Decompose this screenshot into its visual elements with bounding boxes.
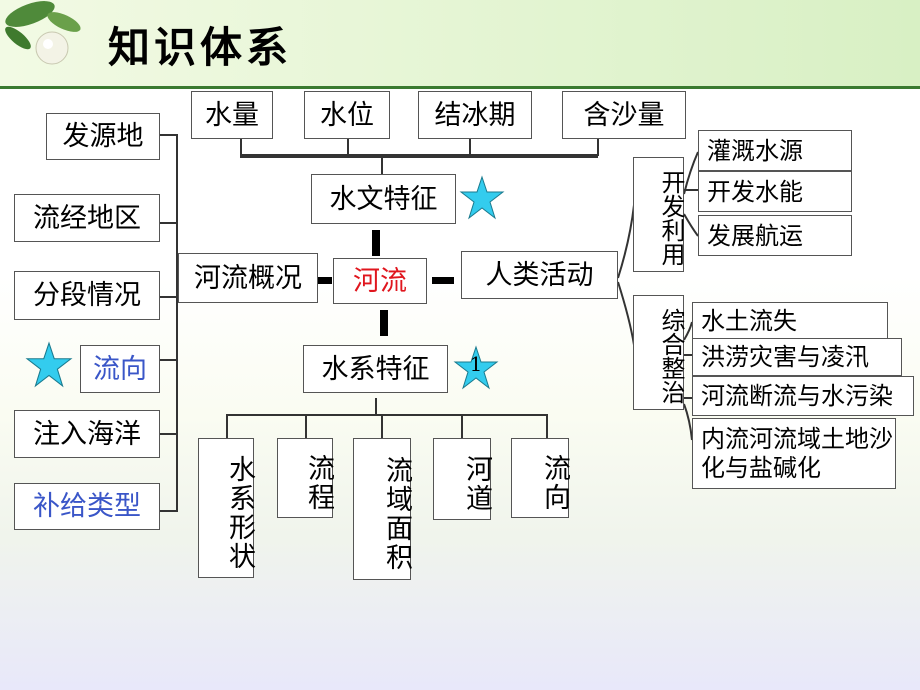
water-system-item-length: 流程 [277,438,334,518]
govern-item-desertification: 内流河流域土地沙化与盐碱化 [692,418,896,489]
overview-item-source: 发源地 [46,113,160,160]
hydrology-item-level: 水位 [304,91,390,139]
hydrology-item-freeze: 结冰期 [418,91,532,139]
overview-label: 河流概况 [178,253,318,303]
develop-item-hydropower: 开发水能 [698,171,852,212]
connector [318,277,332,284]
water-system-item-area: 流域面积 [353,438,412,580]
connector [375,398,377,414]
connector [381,414,383,438]
center-river: 河流 [333,258,427,304]
govern-label: 综合整治 [633,295,685,410]
connector [160,222,176,224]
page-title: 知识体系 [108,23,293,72]
connector [160,134,176,136]
overview-item-sections: 分段情况 [14,271,160,320]
overview-item-direction: 流向 [80,345,160,393]
water-system-item-shape: 水系形状 [198,438,255,578]
develop-item-shipping: 发展航运 [698,215,852,256]
water-system-badge: 1 [469,352,483,376]
develop-label: 开发利用 [633,157,685,272]
govern-item-erosion: 水土流失 [692,302,888,340]
hydrology-item-sediment: 含沙量 [562,91,686,139]
connector [160,433,176,435]
star-icon [459,175,505,220]
connector [160,296,176,298]
govern-item-pollution: 河流断流与水污染 [692,376,914,416]
connector [226,414,228,438]
connector [546,414,548,438]
develop-item-irrigation: 灌溉水源 [698,130,852,171]
connector [381,156,383,174]
connector [160,510,176,512]
connector [461,414,463,438]
connector [176,134,178,512]
human-activity-label: 人类活动 [461,251,618,299]
connector [226,414,548,416]
star-icon [25,341,73,388]
connector [347,138,349,156]
connector [240,154,598,158]
title-bar: 知识体系 [0,0,920,89]
connector [240,138,242,156]
water-system-item-channel: 河道 [433,438,492,520]
connector [597,138,599,156]
water-system-label: 水系特征 [303,345,448,393]
star-icon [453,345,499,390]
hydrology-label: 水文特征 [311,174,456,224]
connector [432,277,454,284]
connector [305,414,307,438]
connector [380,310,388,336]
connector [372,230,380,256]
overview-item-ocean: 注入海洋 [14,410,160,458]
water-system-item-direction: 流向 [511,438,570,518]
connector [469,138,471,156]
connector [160,359,176,361]
overview-item-supply: 补给类型 [14,483,160,530]
overview-item-regions: 流经地区 [14,194,160,242]
hydrology-item-volume: 水量 [191,91,273,139]
govern-item-flood: 洪涝灾害与凌汛 [692,338,902,376]
leaf-decoration-icon [5,1,81,65]
